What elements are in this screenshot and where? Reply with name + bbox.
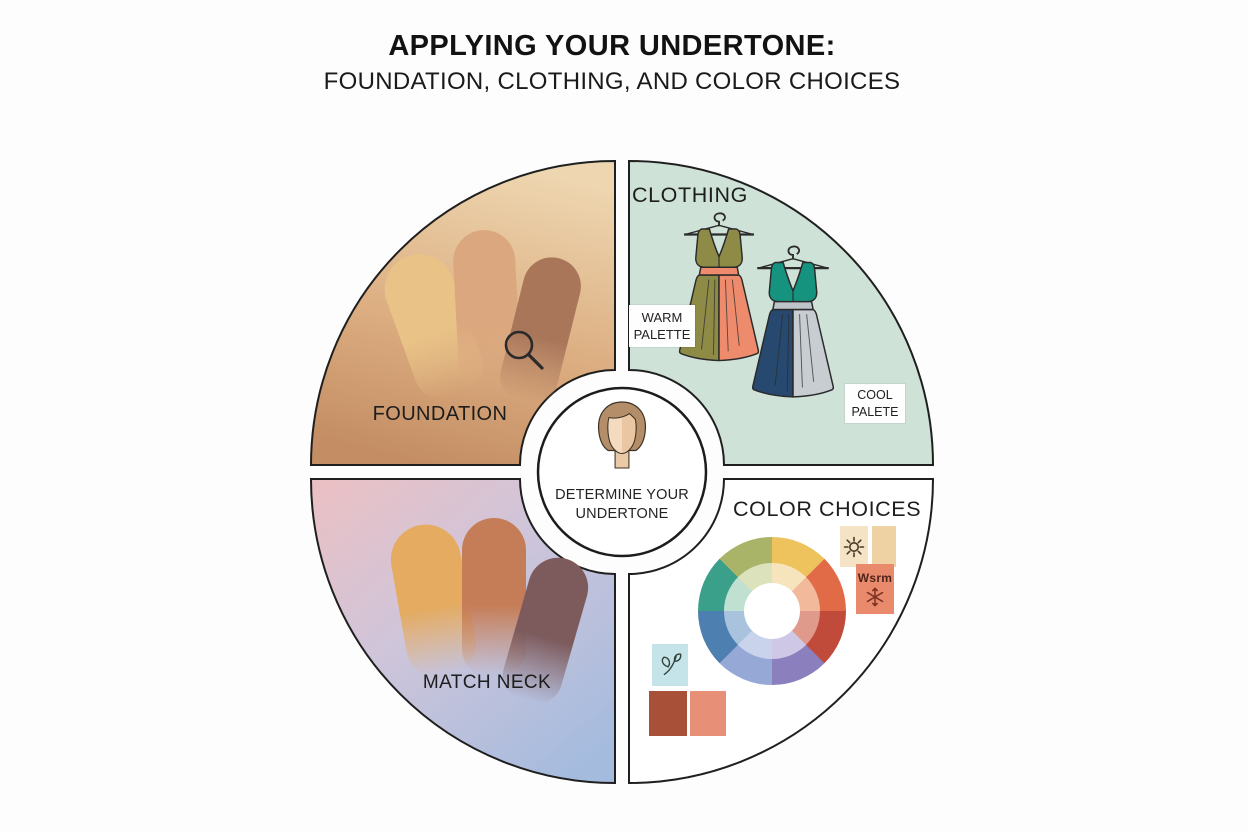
skirt-fold-lines [774, 314, 815, 392]
page-title: APPLYING YOUR UNDERTONE: [388, 30, 836, 62]
center-text-line1: DETERMINE YOUR [555, 487, 689, 503]
leaf-icon [661, 653, 682, 676]
warm-dress-skirt-right [718, 274, 760, 362]
color-wheel-center [744, 583, 800, 639]
magnifier-icon [504, 330, 544, 370]
cool-palette-tag: COOL PALETE [845, 384, 905, 423]
sun-icon [843, 536, 865, 557]
title-block: APPLYING YOUR UNDERTONE: FOUNDATION, CLO… [0, 30, 1224, 96]
cool-dress-belt [772, 300, 814, 311]
sun-swatch [840, 526, 868, 567]
center-hub-circle [536, 386, 708, 558]
match-neck-label: MATCH NECK [422, 672, 552, 693]
center-text-line2: UNDERTONE [575, 506, 669, 522]
cool-palette-line2: PALETE [851, 404, 899, 419]
warm-cool-swatch: Wsrm [856, 564, 894, 614]
warm-palette-tag: WARM PALETTE [629, 305, 695, 347]
page-subtitle: FOUNDATION, CLOTHING, AND COLOR CHOICES [323, 68, 901, 95]
cool-dress-skirt-left [751, 308, 794, 398]
face-illustration [597, 401, 647, 469]
clothing-label: CLOTHING [632, 183, 748, 207]
warm-swatch-text: Wsrm [857, 571, 893, 585]
salmon-swatch [690, 691, 726, 736]
color-wheel [698, 537, 846, 685]
warm-dress-belt [698, 266, 740, 276]
cool-dress-illustration [751, 245, 835, 398]
cool-palette-line1: COOL [857, 388, 893, 402]
warm-palette-line2: PALETTE [633, 327, 691, 342]
cool-dress-skirt-right [792, 308, 835, 398]
snowflake-icon [866, 587, 884, 607]
rust-swatch [649, 691, 687, 736]
peach-swatch [872, 526, 896, 567]
face-right-half [622, 413, 637, 454]
hanger-icon [757, 245, 829, 270]
center-hub-text: DETERMINE YOUR UNDERTONE [542, 486, 702, 524]
skirt-fold-lines [701, 279, 740, 356]
color-choices-label: COLOR CHOICES [733, 497, 922, 521]
face-outline [607, 413, 637, 455]
foundation-label: FOUNDATION [372, 403, 508, 425]
hanger-icon [684, 212, 754, 236]
leaf-swatch [652, 644, 688, 686]
warm-palette-line1: WARM [641, 310, 683, 325]
